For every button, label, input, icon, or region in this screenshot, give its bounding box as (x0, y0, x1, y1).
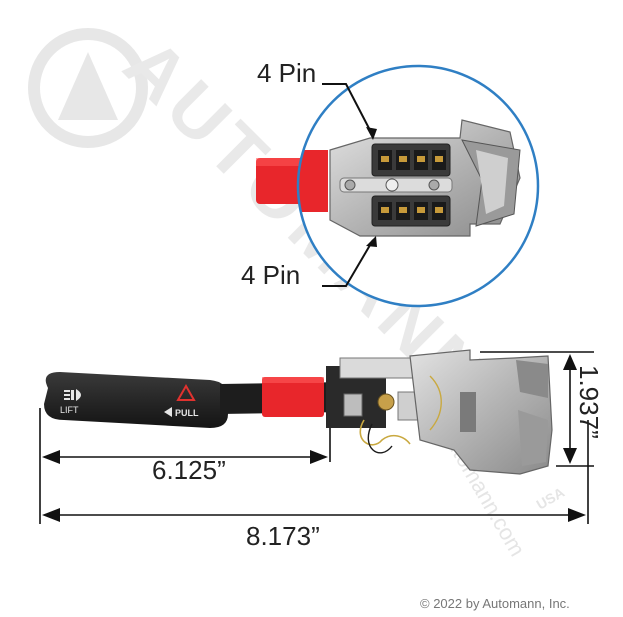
height-dimension: 1.937” (574, 365, 604, 439)
top-pin-callout: 4 Pin (257, 58, 317, 88)
lever-assembly: LIFT PULL (44, 349, 553, 475)
lift-label: LIFT (60, 405, 79, 415)
pull-label: PULL (175, 408, 199, 418)
headlight-icon (64, 389, 81, 401)
red-collar (262, 377, 324, 417)
bottom-pin-callout: 4 Pin (241, 260, 301, 290)
watermark-suffix: USA (534, 484, 568, 513)
short-length-dimension: 6.125” (152, 455, 226, 485)
metal-casting (409, 349, 553, 475)
detail-circle-outline (296, 64, 540, 308)
pull-arrow-icon (164, 407, 172, 417)
overall-length-dimension: 8.173” (246, 521, 320, 551)
copyright-notice: © 2022 by Automann, Inc. (420, 596, 570, 611)
connector-detail-circle (256, 64, 540, 308)
hazard-triangle-icon (176, 383, 196, 401)
dimension-lines (39, 351, 594, 524)
lever-knob (44, 372, 228, 428)
